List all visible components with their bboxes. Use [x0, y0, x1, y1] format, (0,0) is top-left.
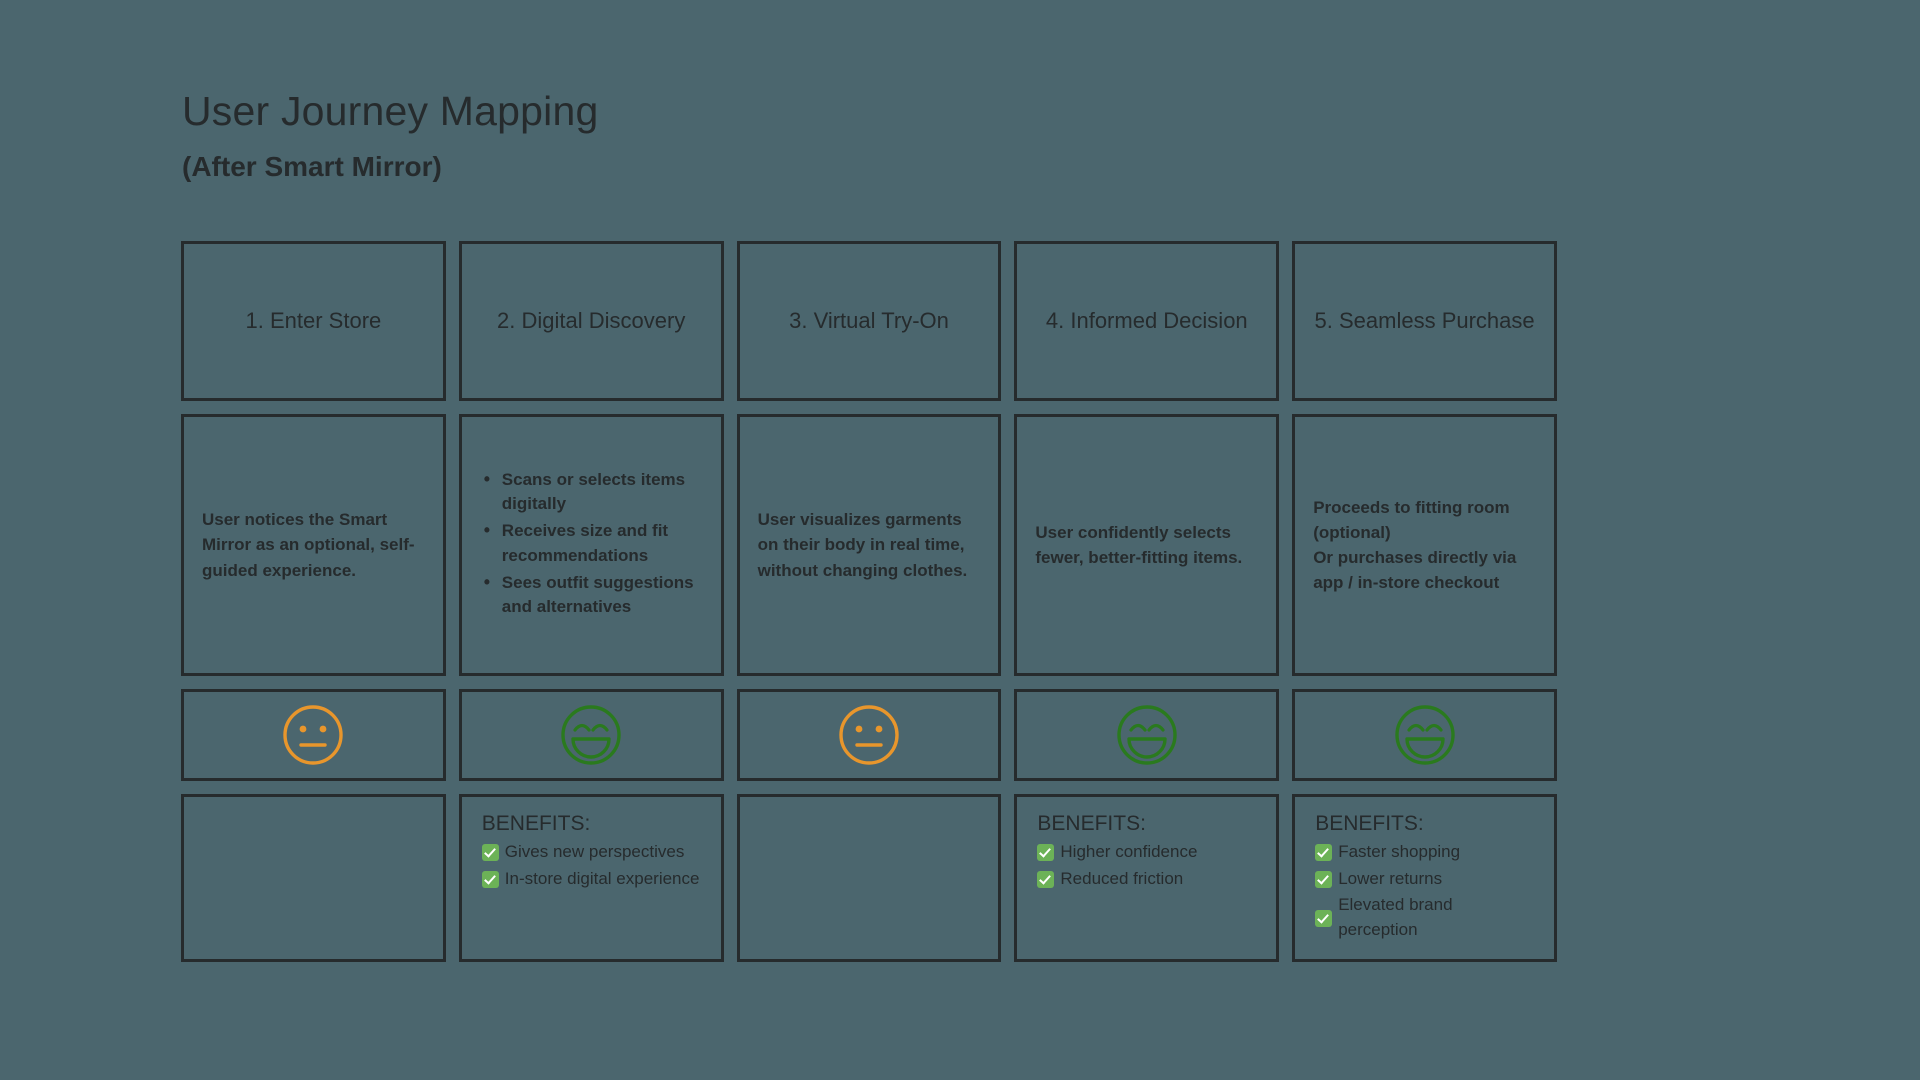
benefits-cell-1 [181, 794, 446, 962]
check-icon [1315, 844, 1333, 861]
emotion-cell-3 [736, 689, 1002, 781]
stage-label-2: 2. Digital Discovery [497, 308, 686, 334]
journey-grid: 1. Enter Store 2. Digital Discovery 3. Vir… [181, 241, 1557, 962]
page-subtitle: (After Smart Mirror) [182, 151, 442, 183]
benefit-label: Reduced friction [1060, 868, 1184, 888]
description-cell-4: User confidently selects fewer, better-f… [1014, 414, 1280, 676]
check-icon [1315, 870, 1333, 888]
description-text-5: Proceeds to fitting room (optional) Or p… [1313, 497, 1517, 593]
emotion-cell-4 [1014, 689, 1280, 781]
page-title: User Journey Mapping [182, 88, 599, 134]
check-icon [481, 844, 499, 861]
benefit-item: Faster shopping [1315, 840, 1534, 865]
description-bullet: Scans or selects items digitally [484, 467, 703, 516]
stage-label-3: 3. Virtual Try-On [789, 308, 949, 334]
stage-cell-2: 2. Digital Discovery [458, 241, 724, 401]
benefits-cell-3 [736, 794, 1002, 962]
check-icon [1037, 844, 1055, 861]
benefit-item: Gives new perspectives [481, 840, 700, 865]
benefits-title-5: BENEFITS: [1315, 812, 1424, 835]
benefit-item: In-store digital experience [481, 867, 700, 892]
stage-label-4: 4. Informed Decision [1045, 308, 1248, 334]
description-cell-2: Scans or selects items digitallyReceives… [458, 414, 724, 676]
stage-label-1: 1. Enter Store [245, 308, 382, 334]
benefit-item: Higher confidence [1037, 840, 1197, 865]
benefit-item: Lower returns [1315, 867, 1534, 892]
heading-block: User Journey Mapping (After Smart Mirror… [182, 88, 598, 183]
benefit-label: Faster shopping [1338, 842, 1461, 862]
stage-cell-3: 3. Virtual Try-On [736, 241, 1002, 401]
description-list-2: Scans or selects items digitallyReceives… [480, 467, 703, 622]
happy-face-icon [1393, 703, 1457, 767]
benefit-label: Elevated brand perception [1338, 895, 1453, 940]
stage-cell-4: 4. Informed Decision [1014, 241, 1280, 401]
benefit-item: Elevated brand perception [1315, 893, 1534, 942]
benefit-item: Reduced friction [1037, 867, 1197, 892]
emotion-cell-2 [458, 689, 724, 781]
benefits-title-2: BENEFITS: [481, 812, 591, 835]
stage-cell-5: 5. Seamless Purchase [1292, 241, 1557, 401]
benefit-label: Gives new perspectives [504, 842, 685, 862]
happy-face-icon [559, 703, 623, 767]
benefit-label: Higher confidence [1060, 842, 1198, 862]
stage-cell-1: 1. Enter Store [181, 241, 446, 401]
description-cell-1: User notices the Smart Mirror as an opti… [181, 414, 446, 676]
description-cell-3: User visualizes garments on their body i… [736, 414, 1002, 676]
neutral-face-icon [837, 703, 901, 767]
neutral-face-icon [281, 703, 345, 767]
description-bullet: Receives size and fit recommendations [484, 518, 703, 567]
benefit-label: In-store digital experience [504, 868, 700, 888]
description-bullet: Sees outfit suggestions and alternatives [484, 570, 703, 619]
emotion-cell-1 [181, 689, 446, 781]
description-text-3: User visualizes garments on their body i… [757, 510, 968, 580]
benefit-label: Lower returns [1338, 868, 1443, 888]
description-cell-5: Proceeds to fitting room (optional) Or p… [1292, 414, 1557, 676]
check-icon [1315, 909, 1333, 927]
description-text-1: User notices the Smart Mirror as an opti… [202, 510, 415, 580]
happy-face-icon [1115, 703, 1179, 767]
stage-label-5: 5. Seamless Purchase [1314, 308, 1535, 334]
benefits-title-4: BENEFITS: [1037, 812, 1146, 835]
check-icon [481, 870, 499, 888]
check-icon [1037, 870, 1055, 888]
emotion-cell-5 [1292, 689, 1557, 781]
description-text-4: User confidently selects fewer, better-f… [1035, 522, 1243, 567]
